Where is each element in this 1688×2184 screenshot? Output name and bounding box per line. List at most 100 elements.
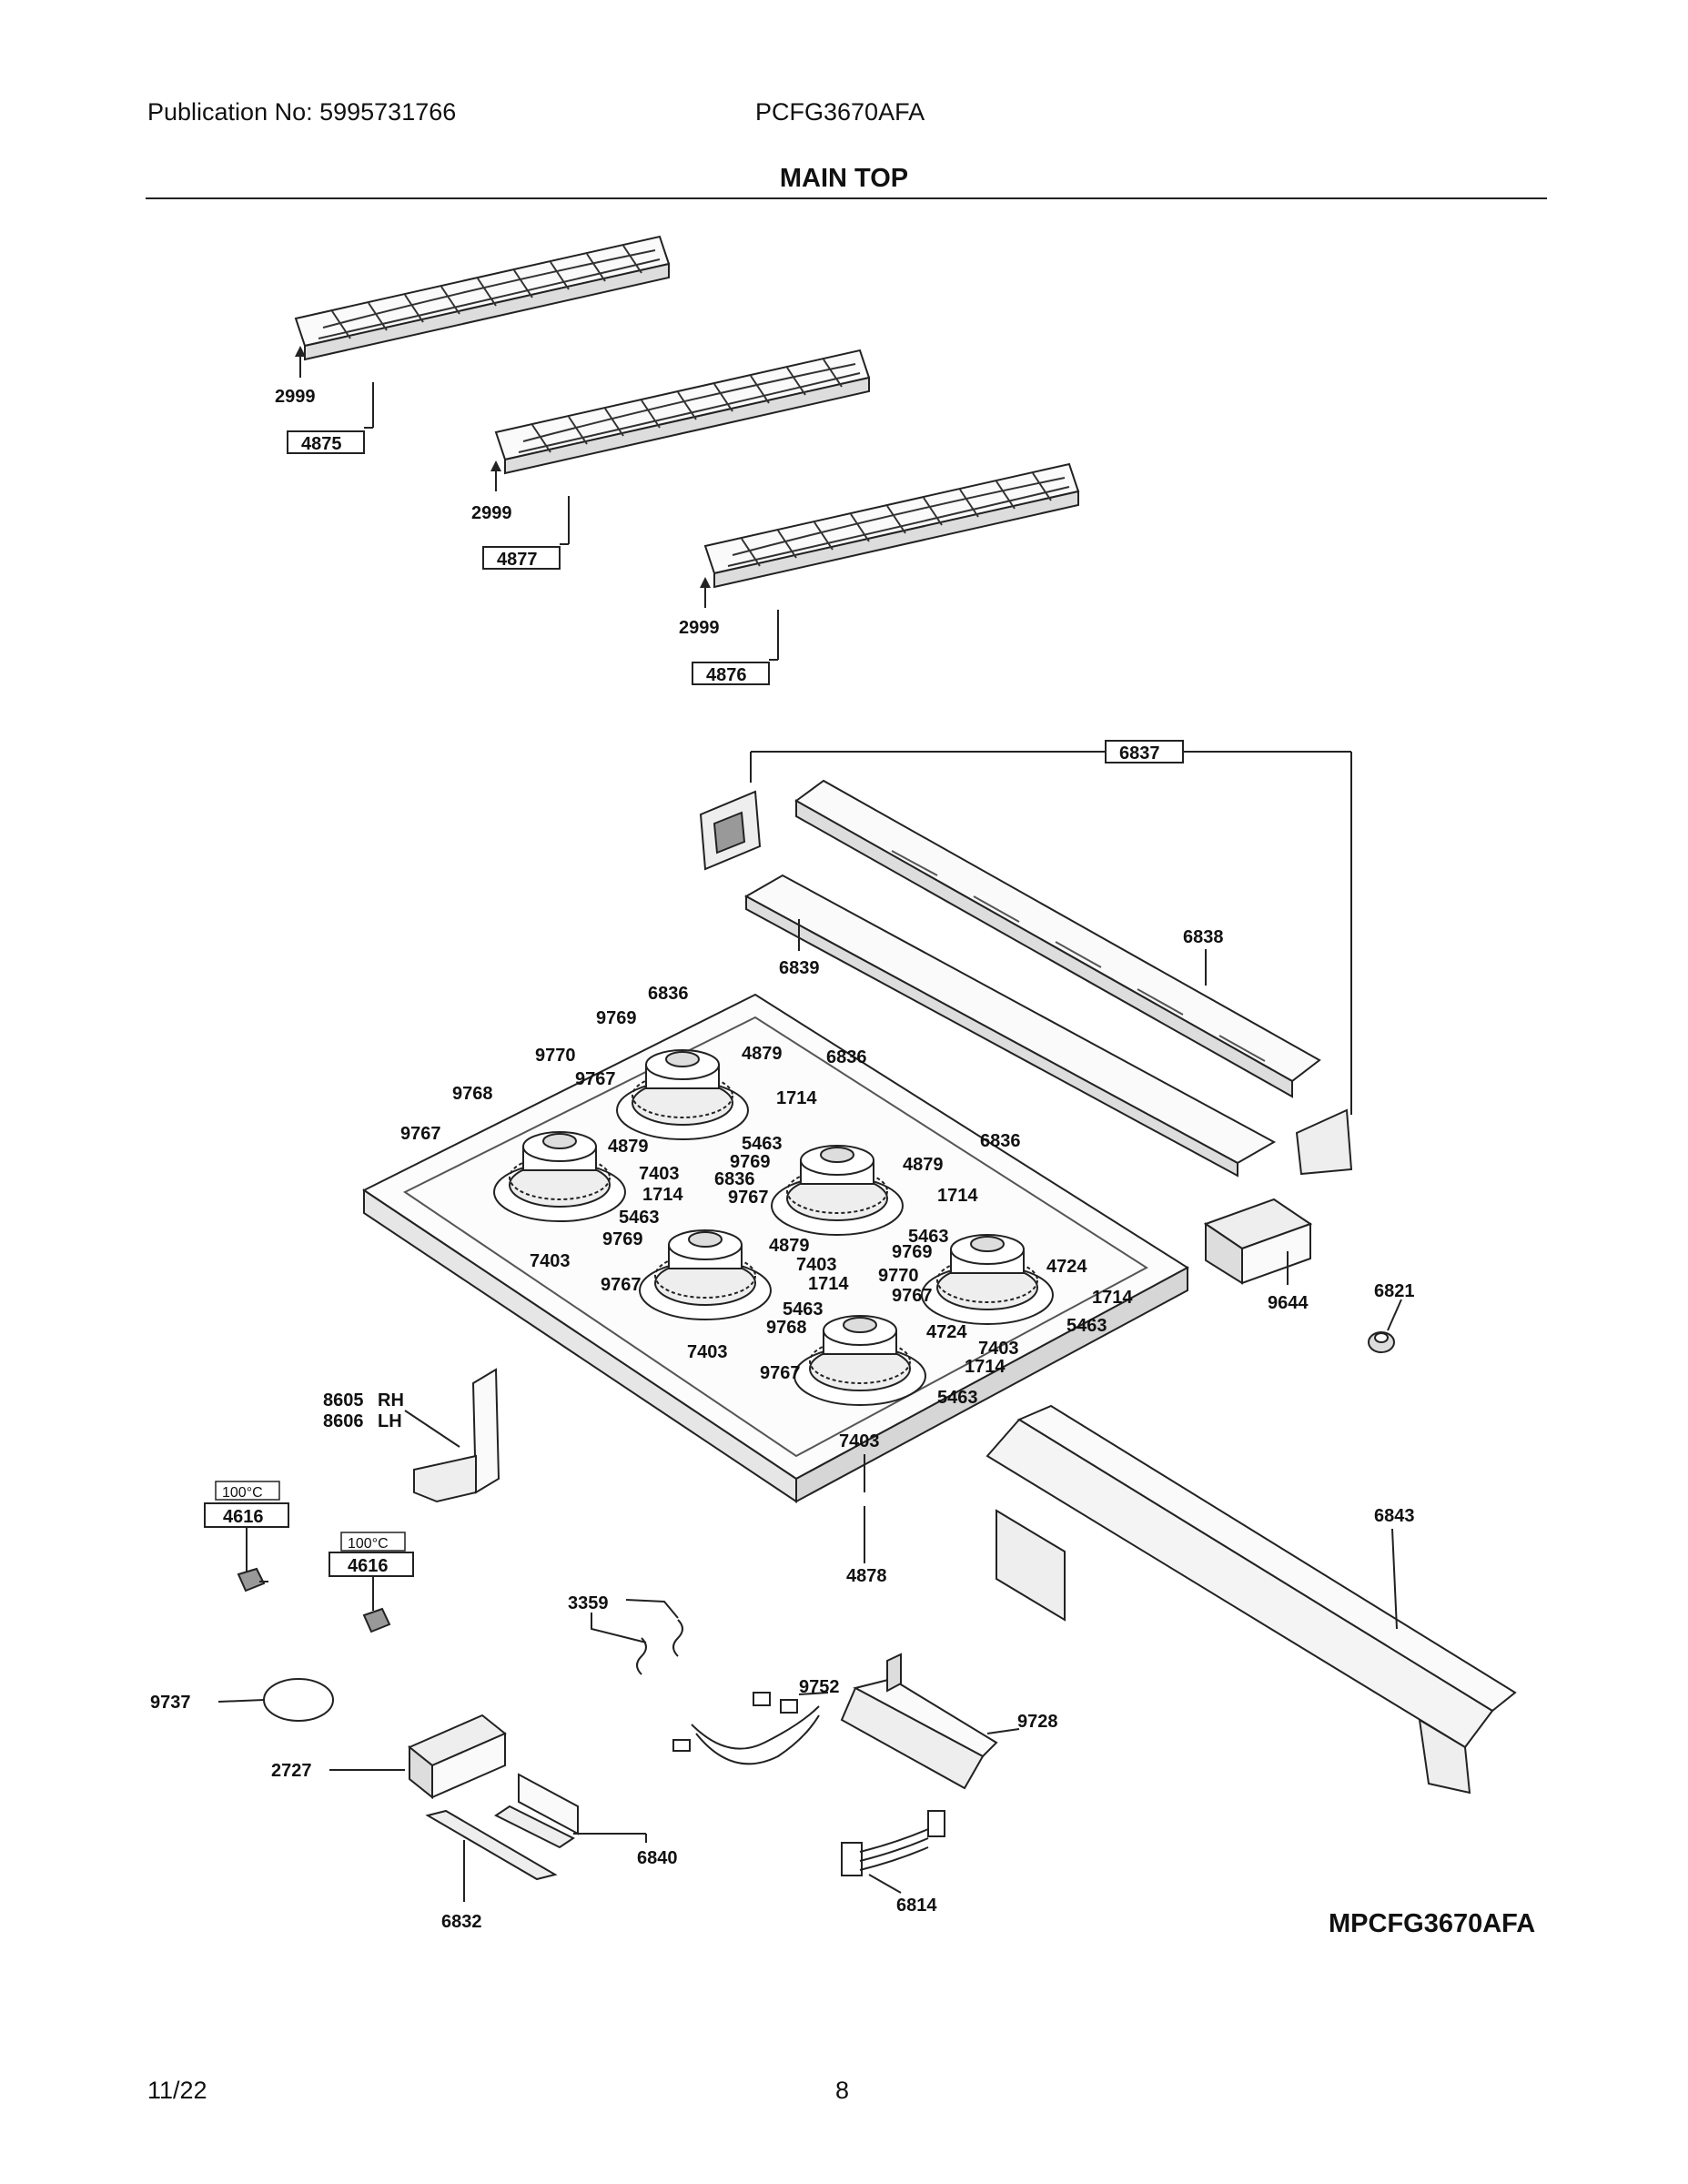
end-cap-left (699, 790, 762, 871)
harness-9752 (672, 1692, 820, 1765)
box-4877 (482, 546, 561, 570)
label-lh: LH (378, 1411, 402, 1431)
callout-1714-c: 1714 (937, 1186, 978, 1206)
wire-harness-6814 (841, 1810, 945, 1876)
box-4875 (287, 430, 365, 454)
callout-temp-a: 100°C (222, 1485, 263, 1501)
callout-2999-b: 2999 (471, 503, 512, 523)
callout-2727: 2727 (271, 1761, 312, 1781)
callout-6839: 6839 (779, 958, 820, 978)
callout-7403-e: 7403 (687, 1342, 728, 1362)
rail-assembly-leader (750, 751, 1352, 1115)
callout-9737: 9737 (150, 1693, 191, 1713)
callout-4724-b: 4724 (926, 1322, 967, 1342)
callout-4616-a: 4616 (223, 1507, 264, 1527)
callout-6840: 6840 (637, 1848, 678, 1868)
publication-number: Publication No: 5995731766 (147, 98, 457, 126)
callout-7403-f: 7403 (839, 1431, 880, 1451)
strip-6832 (425, 1809, 558, 1881)
callout-2999-c: 2999 (679, 618, 720, 638)
callout-9752: 9752 (799, 1677, 840, 1697)
callout-1714-a: 1714 (776, 1088, 817, 1108)
callout-9770-a: 9770 (535, 1046, 576, 1066)
callout-1714-f: 1714 (965, 1357, 1006, 1377)
side-bracket (413, 1368, 500, 1503)
callout-4879-b: 4879 (608, 1137, 649, 1157)
diagram-code: MPCFG3670AFA (1329, 1909, 1536, 1938)
callout-4876: 4876 (706, 665, 747, 685)
callout-4616-b: 4616 (348, 1556, 389, 1576)
callout-6832: 6832 (441, 1912, 482, 1932)
callout-9769-b: 9769 (730, 1152, 771, 1172)
callout-9767-a: 9767 (575, 1069, 616, 1089)
callout-7403-b: 7403 (530, 1251, 571, 1271)
thermostat-b (362, 1607, 391, 1633)
callout-6821: 6821 (1374, 1281, 1415, 1301)
callout-8605: 8605 (323, 1390, 364, 1410)
callout-6836-c: 6836 (714, 1169, 755, 1189)
callout-6836-b: 6836 (826, 1047, 867, 1067)
callout-9769-c: 9769 (602, 1229, 643, 1249)
end-cap-right (1295, 1108, 1353, 1176)
callout-9767-c: 9767 (728, 1188, 769, 1208)
callout-9770-b: 9770 (878, 1266, 919, 1286)
callout-5463-f: 5463 (937, 1388, 978, 1408)
callout-9767-e: 9767 (892, 1286, 933, 1306)
box-6837 (1105, 740, 1184, 763)
callout-1714-e: 1714 (1092, 1288, 1133, 1308)
box-temp-b (340, 1532, 406, 1552)
callout-4879-c: 4879 (903, 1155, 944, 1175)
grate-right (704, 463, 1079, 588)
callout-8606: 8606 (323, 1411, 364, 1431)
model-number: PCFG3670AFA (755, 98, 925, 126)
label-rh: RH (378, 1390, 404, 1410)
callout-7403-a: 7403 (639, 1164, 680, 1184)
callout-5463-a: 5463 (742, 1134, 783, 1154)
header-rule (146, 197, 1547, 199)
footer-page: 8 (835, 2077, 850, 2104)
footer-date: 11/22 (147, 2077, 207, 2104)
callout-9769-d: 9769 (892, 1242, 933, 1262)
clips (591, 1599, 683, 1675)
box-4616-b (329, 1552, 414, 1577)
module-plate-6840 (494, 1773, 579, 1849)
callout-9767-b: 9767 (400, 1124, 441, 1144)
thermostat-a (237, 1567, 268, 1592)
spark-module-2727 (408, 1714, 507, 1800)
callout-9768-a: 9768 (452, 1084, 493, 1104)
callout-4875: 4875 (301, 434, 342, 454)
callout-4879-a: 4879 (742, 1044, 783, 1064)
callout-6836-d: 6836 (980, 1131, 1021, 1151)
callout-6843: 6843 (1374, 1506, 1415, 1526)
page-title: MAIN TOP (779, 164, 909, 193)
callout-9767-d: 9767 (601, 1275, 642, 1295)
callout-1714-d: 1714 (808, 1274, 849, 1294)
callout-4724-a: 4724 (1046, 1257, 1087, 1277)
callout-6838: 6838 (1183, 927, 1224, 947)
callout-9769-a: 9769 (596, 1008, 637, 1028)
callout-5463-c: 5463 (908, 1227, 949, 1247)
callout-5463-d: 5463 (783, 1299, 824, 1320)
callout-6837: 6837 (1119, 743, 1160, 763)
insulation-disc-9737 (263, 1678, 334, 1722)
callout-6836-a: 6836 (648, 984, 689, 1004)
callout-5463-e: 5463 (1066, 1316, 1107, 1336)
rear-rail-6838 (794, 779, 1321, 1098)
grate-left (295, 236, 670, 360)
grate-center (495, 349, 870, 474)
main-top-4878 (362, 993, 1189, 1503)
callout-3359: 3359 (568, 1593, 609, 1613)
front-rail-6839 (743, 874, 1277, 1178)
callout-9767-f: 9767 (760, 1363, 801, 1383)
callout-9768-b: 9768 (766, 1318, 807, 1338)
callout-7403-c: 7403 (796, 1255, 837, 1275)
callout-1714-b: 1714 (642, 1185, 683, 1205)
callout-4878: 4878 (846, 1566, 887, 1586)
callout-4879-d: 4879 (769, 1236, 810, 1256)
mount-bracket-9728 (840, 1653, 998, 1790)
box-4876 (692, 662, 770, 685)
rear-panel-6843 (986, 1404, 1517, 1795)
callout-9644: 9644 (1268, 1293, 1309, 1313)
callout-9728: 9728 (1017, 1712, 1058, 1732)
